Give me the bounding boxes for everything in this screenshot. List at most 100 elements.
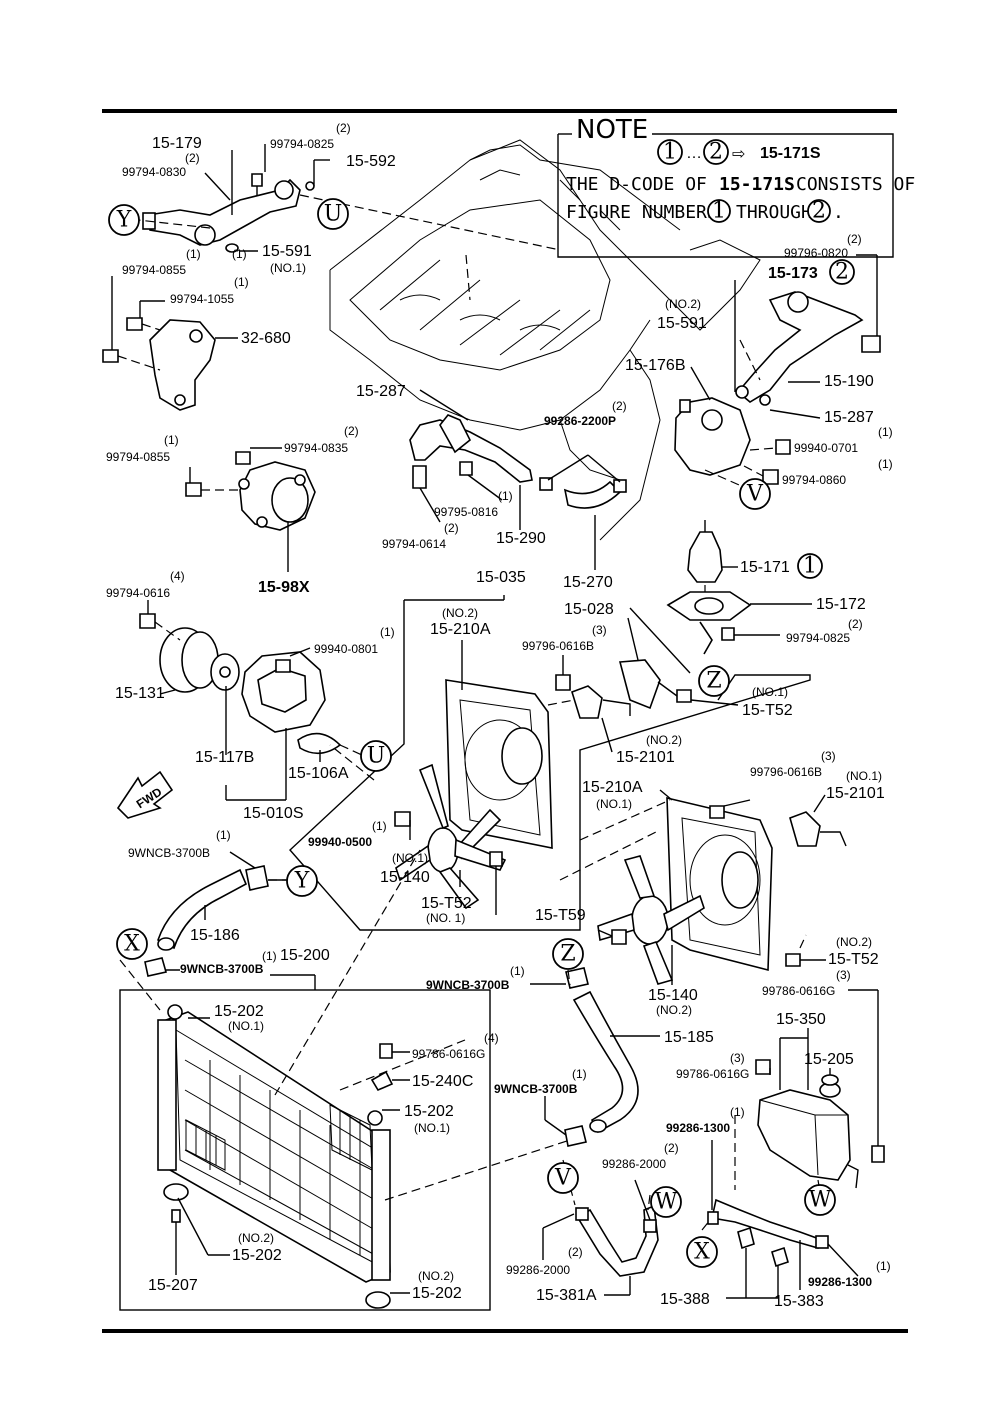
part-label: 99786-0616G — [412, 1047, 485, 1061]
part-label: 99286-1300 — [808, 1275, 872, 1289]
part-label: 15-591 — [657, 315, 707, 332]
part-label: 15-207 — [148, 1277, 198, 1294]
part-label: 15-383 — [774, 1293, 824, 1310]
part-label: (2) — [664, 1141, 679, 1155]
part-label: 15-173 — [768, 265, 818, 282]
part-label: 15-388 — [660, 1291, 710, 1308]
note-line2-mid: THROUGH — [736, 202, 812, 223]
overflow-hose-15-381A — [542, 1179, 659, 1296]
water-pump-15-98X — [185, 447, 316, 572]
callout-z-top: Z — [706, 669, 721, 694]
callout-circles: Y U V Z U Y X Z V W X W 2 1 — [108, 198, 855, 1268]
hose-clamp-lower — [544, 1096, 587, 1147]
part-label: 15-140 — [648, 987, 698, 1004]
part-label: 15-290 — [496, 530, 546, 547]
note-ref-arrow: ⇨ — [732, 146, 745, 163]
part-label: (NO.1) — [228, 1019, 264, 1033]
part-label: 99794-0855 — [106, 450, 170, 464]
note-line2-n2: 2 — [812, 199, 826, 224]
part-label: (4) — [170, 569, 185, 583]
part-label: 15-202 — [232, 1247, 282, 1264]
callout-y-lower: Y — [294, 869, 310, 894]
note-ref-to: 2 — [709, 140, 723, 165]
part-label: 15-210A — [582, 779, 643, 796]
part-label: 99794-0825 — [270, 137, 334, 151]
part-label: (1) — [186, 247, 201, 261]
part-label: 15-T52 — [828, 951, 879, 968]
part-label: 15-171 — [740, 559, 790, 576]
part-label: (2) — [847, 232, 862, 246]
part-label: 15-179 — [152, 135, 202, 152]
part-label: (1) — [510, 964, 525, 978]
part-label: 15-106A — [288, 765, 349, 782]
note-line1-part: 15-171S — [719, 174, 795, 195]
part-label: 15-140 — [380, 869, 430, 886]
note-ref-from: 1 — [663, 140, 677, 165]
part-label: 15-270 — [563, 574, 613, 591]
callout-u-top: U — [324, 202, 343, 227]
part-label: 15-186 — [190, 927, 240, 944]
hose-15-383 — [707, 1140, 859, 1299]
part-label: 15-591 — [262, 243, 312, 260]
part-label: 99794-0825 — [786, 631, 850, 645]
part-label: 15-172 — [816, 596, 866, 613]
part-label: 15-2101 — [826, 785, 885, 802]
part-label: (NO.1) — [846, 769, 882, 783]
callout-x-left: X — [124, 932, 140, 957]
radiator-15-200 — [119, 849, 571, 1311]
part-label: (1) — [372, 819, 387, 833]
fan-shroud-no1 — [559, 789, 847, 985]
note-line2-a: FIGURE NUMBERS — [566, 202, 718, 223]
part-label: 15-T59 — [535, 907, 586, 924]
part-label: (2) — [612, 399, 627, 413]
part-label: (NO.1) — [270, 261, 306, 275]
part-label: (NO.1) — [392, 851, 428, 865]
fwd-arrow: FWD — [116, 770, 174, 819]
part-label: 99286-2000 — [506, 1263, 570, 1277]
part-label: (NO.2) — [442, 606, 478, 620]
part-label: 99794-0830 — [122, 165, 186, 179]
part-labels: 15-179 (2) 99794-0825 (2) 99794-0830 15-… — [106, 121, 893, 1310]
part-label: 15-240C — [412, 1073, 473, 1090]
part-label: 99794-0616 — [106, 586, 170, 600]
part-label: (3) — [836, 968, 851, 982]
part-label: 15-T52 — [421, 895, 472, 912]
part-label: (1) — [262, 949, 277, 963]
part-label: (1) — [878, 457, 893, 471]
part-label: (1) — [876, 1259, 891, 1273]
note-line1-b: CONSISTS OF — [796, 174, 915, 195]
engine-block-sketch — [329, 139, 761, 541]
part-label: 15-185 — [664, 1029, 714, 1046]
part-label: (NO.1) — [596, 797, 632, 811]
part-label: 99795-0816 — [434, 505, 498, 519]
part-label: (2) — [848, 617, 863, 631]
part-label: 99794-0614 — [382, 537, 446, 551]
part-label: 99796-0616B — [750, 765, 822, 779]
note-ref-sep: … — [686, 145, 702, 162]
part-label: 15-2101 — [616, 749, 675, 766]
part-label: 15-205 — [804, 1051, 854, 1068]
note-ref-part: 15-171S — [760, 145, 821, 162]
part-label: (3) — [592, 623, 607, 637]
part-label: (4) — [484, 1031, 499, 1045]
part-label: 15-035 — [476, 569, 526, 586]
hose-15-185 — [530, 967, 660, 1134]
part-label: (1) — [730, 1105, 745, 1119]
part-label: 9WNCB-3700B — [426, 978, 510, 992]
callout-y-top: Y — [116, 208, 132, 233]
part-label: 99286-1300 — [666, 1121, 730, 1135]
part-label: 99794-0855 — [122, 263, 186, 277]
part-label: (1) — [878, 425, 893, 439]
part-label: 99796-0820 — [784, 246, 848, 260]
part-label: 99286-2000 — [602, 1157, 666, 1171]
part-label: 15-98X — [258, 579, 310, 596]
part-label: 15-117B — [195, 749, 254, 766]
part-label: (2) — [344, 424, 359, 438]
part-label: 15-202 — [412, 1285, 462, 1302]
fan-shroud-no2 — [289, 595, 811, 931]
part-label: 99796-0616B — [522, 639, 594, 653]
note-line2-end: . — [833, 202, 844, 223]
part-label: (NO.2) — [646, 733, 682, 747]
part-label: (1) — [380, 625, 395, 639]
